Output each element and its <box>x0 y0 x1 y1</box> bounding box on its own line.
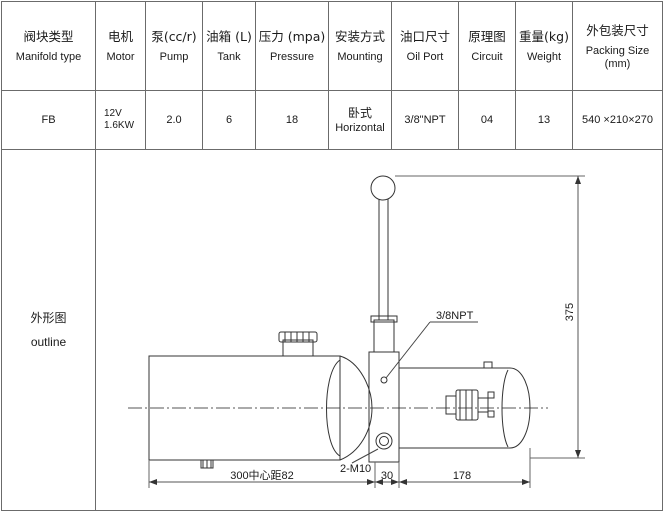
cell-manifold: FB <box>1 90 96 150</box>
cell-pressure: 18 <box>255 90 329 150</box>
cell-tank: 6 <box>202 90 256 150</box>
cell-weight: 13 <box>515 90 573 150</box>
cell-circuit: 04 <box>458 90 516 150</box>
cell-packing: 540 ×210×270 <box>572 90 663 150</box>
header-pressure: 压力 (mpa)Pressure <box>255 1 329 91</box>
cell-pump: 2.0 <box>145 90 203 150</box>
cell-oil-port: 3/8"NPT <box>391 90 459 150</box>
outline-drawing-cell <box>95 149 663 511</box>
header-weight: 重量(kg)Weight <box>515 1 573 91</box>
header-pump: 泵(cc/r)Pump <box>145 1 203 91</box>
header-tank: 油箱 (L)Tank <box>202 1 256 91</box>
